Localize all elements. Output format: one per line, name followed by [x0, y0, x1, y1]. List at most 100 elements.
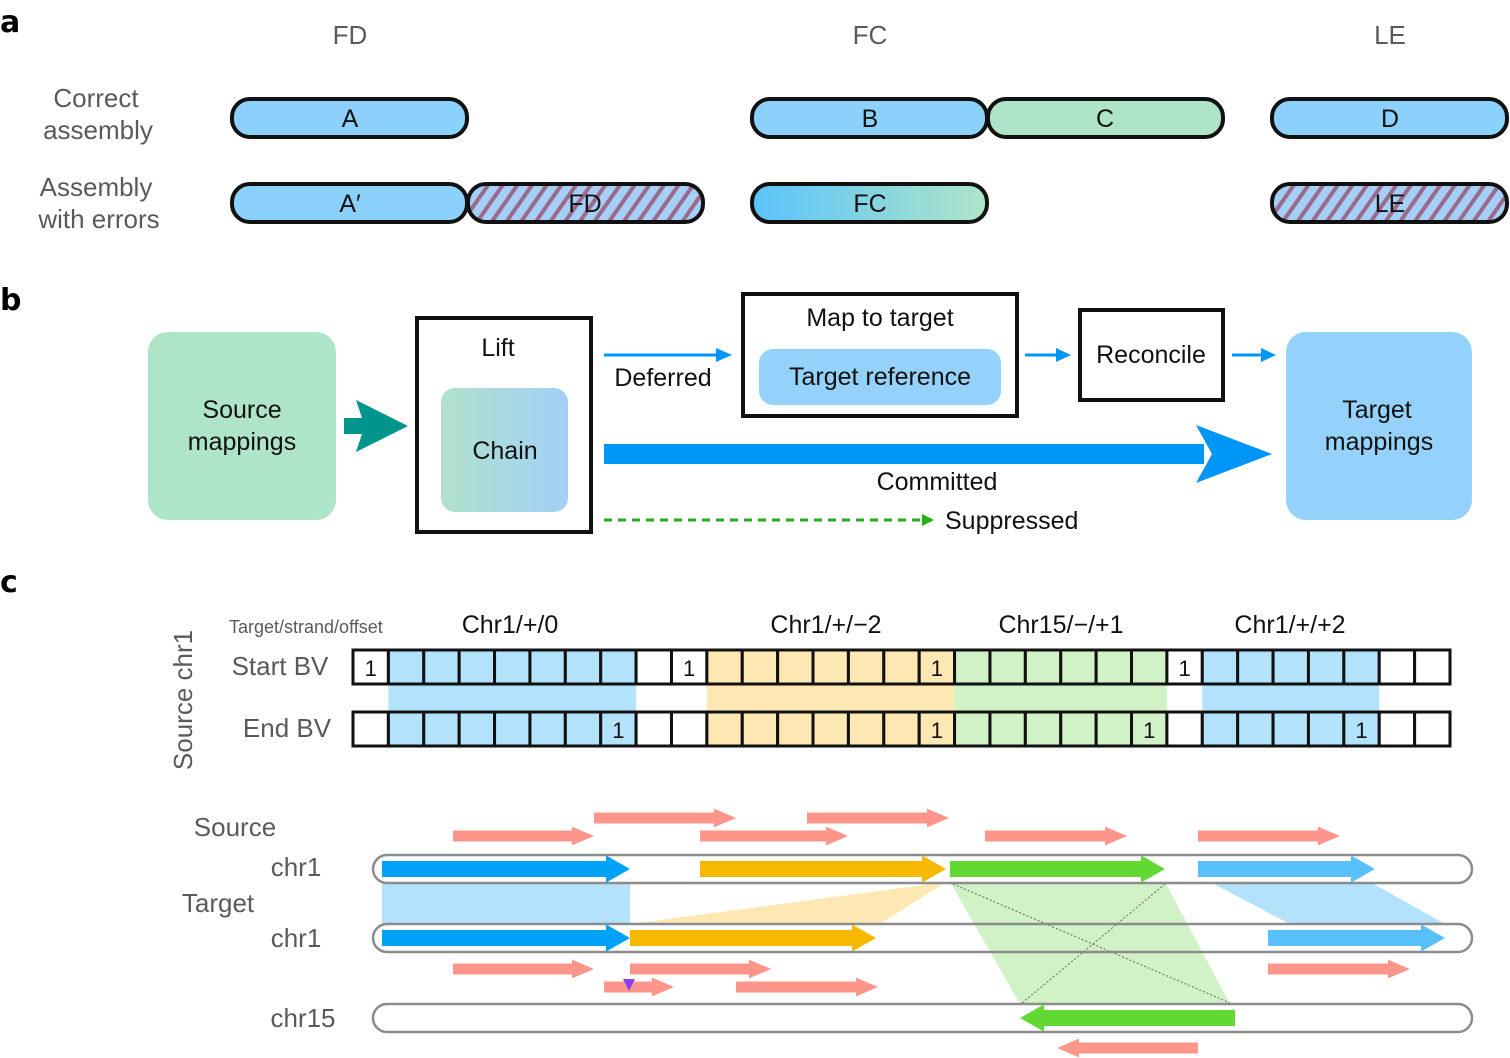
source-mappings-line1: Source [202, 396, 281, 424]
row-label-correct-line1: Correct [53, 83, 139, 113]
segment-b-label: B [862, 105, 879, 133]
row-label-errors-line2: with errors [37, 204, 159, 234]
target-blue-block-arrow [382, 924, 630, 952]
end-bit-cell [1059, 710, 1098, 748]
segment-b: B [750, 97, 989, 139]
start-bit-cell [563, 648, 603, 686]
deferred-label: Deferred [614, 364, 711, 392]
start-bit-cell [669, 648, 709, 686]
read-arrow [1057, 1038, 1198, 1058]
row-label-errors-line1: Assembly [40, 172, 153, 202]
end-bit-cell [669, 710, 709, 748]
target-orange-block-arrow [630, 924, 876, 952]
segment-a: A [230, 97, 469, 139]
target-reference-box [759, 349, 1001, 405]
start-bit-cell [988, 648, 1027, 686]
start-bit-cell [422, 648, 461, 686]
end-bit-cell [953, 710, 992, 748]
read-arrow [453, 826, 594, 846]
segment-a-prime: A′ [230, 182, 469, 224]
read-arrow [1268, 959, 1410, 979]
end-bit-cell [457, 710, 497, 748]
read-arrow [604, 977, 674, 997]
end-bit-cell [422, 710, 461, 748]
start-bit-cell [386, 648, 426, 686]
start-bit-cell [776, 648, 815, 686]
source-chr1-chromosome [371, 853, 1474, 885]
column-header-fc: FC [853, 20, 888, 50]
source-lightblue-block-arrow [1198, 855, 1375, 883]
map-to-target-box: Map to target Target reference [741, 292, 1019, 418]
segment-d-label: D [1381, 105, 1399, 133]
end-bit-cell [1377, 710, 1417, 748]
segment-d: D [1270, 97, 1509, 139]
segment-header-1: Chr1/+/0 [462, 611, 559, 639]
source-chr1-vertical-label: Source chr1 [168, 630, 198, 770]
start-bit-value: 1 [931, 656, 943, 681]
end-bit-cell [1094, 710, 1134, 748]
source-mappings-line2: mappings [188, 428, 296, 456]
start-bit-cell [528, 648, 567, 686]
end-bit-value: 1 [1355, 718, 1367, 743]
start-bit-cell [1165, 648, 1204, 686]
start-bit-cell [1023, 648, 1063, 686]
start-bit-value: 1 [1178, 656, 1190, 681]
start-bit-cell [846, 648, 886, 686]
read-arrow [453, 959, 594, 979]
start-bit-cell [1059, 648, 1098, 686]
chain-label: Chain [472, 437, 537, 465]
end-bit-cell [1271, 710, 1310, 748]
row-label-correct-line2: assembly [43, 115, 153, 145]
target-reference-label: Target reference [789, 363, 971, 391]
read-arrow [807, 808, 949, 828]
suppressed-arrow-icon [604, 514, 934, 526]
read-arrow [985, 826, 1127, 846]
start-bit-value: 1 [365, 656, 377, 681]
variant-marker-icon [623, 979, 635, 991]
end-bit-value: 1 [612, 718, 624, 743]
source-mappings-box: Source mappings [148, 332, 336, 520]
deferred-arrow-icon [604, 348, 732, 362]
bv-connector-band [1202, 684, 1380, 712]
end-bit-cell [528, 710, 567, 748]
panel-c-letter: c [0, 565, 18, 600]
read-arrow [736, 977, 878, 997]
source-label: Source [194, 812, 276, 842]
chr1-source-label: chr1 [271, 852, 322, 882]
start-bit-cell [740, 648, 780, 686]
end-bv-label: End BV [243, 713, 332, 743]
start-bit-cell [1413, 648, 1452, 686]
read-arrow [630, 959, 771, 979]
end-bit-cell [1023, 710, 1063, 748]
start-bit-cell [1236, 648, 1275, 686]
start-bit-vector: 1 1 1 1 [351, 648, 1452, 686]
end-bit-cell [1165, 710, 1204, 748]
target-strand-offset-label: Target/strand/offset [229, 617, 383, 637]
end-bit-cell [599, 710, 638, 748]
column-header-fd: FD [333, 20, 368, 50]
start-bit-cell [953, 648, 992, 686]
bv-connector-band [954, 684, 1167, 712]
lift-label: Lift [481, 334, 514, 362]
segment-fc-label: FC [853, 190, 886, 218]
start-bit-cell [1094, 648, 1134, 686]
source-green-block-arrow [950, 855, 1165, 883]
source-blue-block-arrow [382, 855, 630, 883]
teal-arrow-icon [344, 400, 408, 452]
segment-c: C [986, 97, 1225, 139]
reads [453, 808, 1410, 1058]
start-bit-value: 1 [683, 656, 695, 681]
suppressed-label: Suppressed [945, 507, 1078, 535]
end-bit-cell [386, 710, 426, 748]
end-bit-cell [705, 710, 744, 748]
target-mappings-line1: Target [1342, 396, 1412, 424]
band-blue-2 [1210, 882, 1445, 924]
end-bit-value: 1 [1143, 718, 1155, 743]
segment-le-hatched: LE [1270, 182, 1509, 224]
column-header-le: LE [1374, 20, 1406, 50]
target-lightblue-block-arrow [1268, 924, 1445, 952]
end-bit-cell [351, 710, 390, 748]
end-bit-cell [1236, 710, 1275, 748]
